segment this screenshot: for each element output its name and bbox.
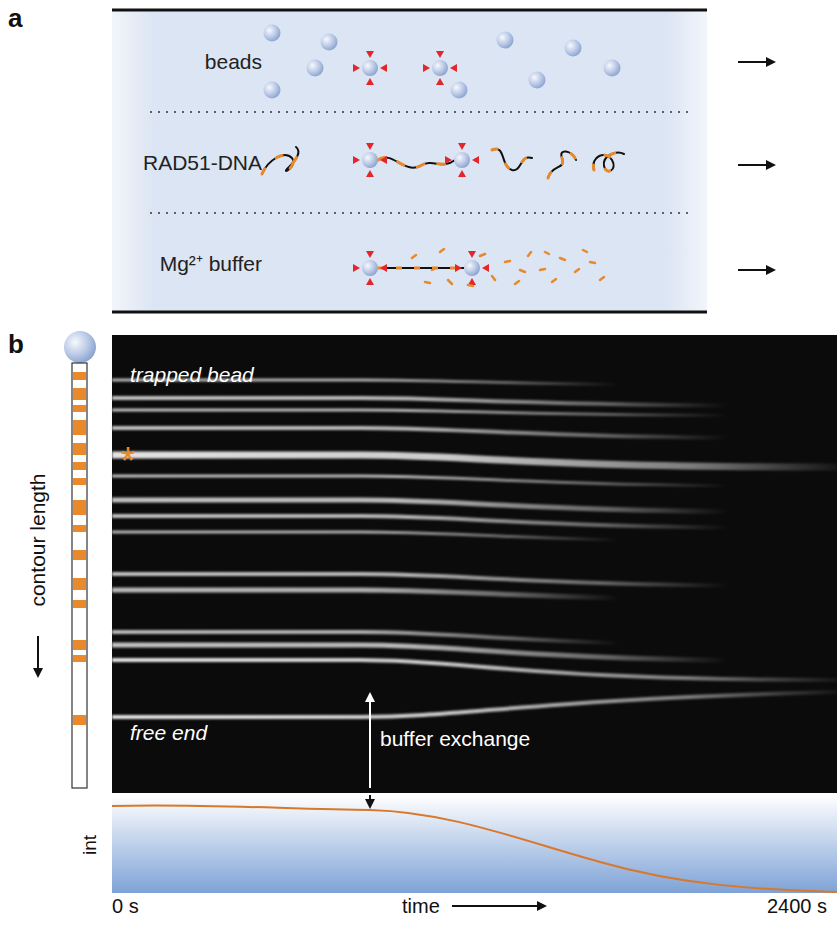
label-wrap: b — [8, 330, 24, 359]
axis-label: int — [79, 835, 100, 855]
channel-lane: Mg²⁺ buffer — [112, 214, 262, 311]
text-wrap: trapped bead — [130, 363, 254, 387]
rad51-patches — [73, 372, 86, 725]
time-tick: 2400 s — [767, 895, 827, 917]
lane-label: RAD51-DNA — [143, 151, 262, 174]
time-arrow — [452, 905, 545, 907]
free-beads — [264, 25, 621, 99]
dna-schematic — [72, 363, 87, 788]
intensity-plot — [112, 795, 837, 893]
text-wrap: RAD51-DNA — [143, 151, 262, 175]
trapped-beads — [353, 51, 457, 85]
axis-label: contour length — [26, 473, 49, 606]
label-wrap: 2400 s — [767, 895, 827, 917]
time-tick: 0 s — [112, 895, 139, 917]
intensity-curve — [112, 805, 837, 892]
panel-note: free end — [130, 721, 207, 744]
label-wrap: 0 s — [112, 895, 139, 917]
released-rad51 — [412, 249, 604, 286]
lane-label: Mg²⁺ buffer — [160, 252, 262, 275]
axis-arrow — [37, 636, 39, 676]
kymograph — [112, 335, 837, 793]
panel-note: buffer exchange — [380, 727, 530, 750]
text-wrap: Mg²⁺ buffer — [160, 249, 262, 277]
lane-label: beads — [205, 50, 262, 73]
panel-letter: b — [8, 329, 24, 359]
panel-letter: a — [8, 3, 22, 33]
stretched-dna — [378, 268, 464, 269]
bead-schematic — [64, 331, 96, 363]
label-wrap: a — [8, 4, 22, 33]
channel-lane: RAD51-DNA — [112, 113, 262, 213]
marker-asterisk: * — [121, 440, 136, 482]
label-wrap: * — [121, 441, 136, 483]
rad51-dna — [262, 147, 624, 178]
exchange-arrow — [369, 694, 371, 788]
flow-arrows — [738, 62, 774, 270]
kymograph-panel: trapped bead buffer exchange free end — [112, 335, 837, 793]
text-wrap: free end — [130, 721, 207, 745]
label-wrap: int — [80, 835, 101, 855]
label-wrap: time — [402, 895, 440, 917]
channel-lane: beads — [112, 12, 262, 112]
axis-label: time — [402, 895, 440, 917]
flow-channel — [112, 10, 707, 312]
label-wrap: contour length — [26, 473, 49, 606]
panel-note: trapped bead — [130, 363, 254, 386]
kymograph-traces — [112, 380, 837, 717]
text-wrap: beads — [205, 50, 262, 74]
text-wrap: buffer exchange — [380, 727, 530, 751]
